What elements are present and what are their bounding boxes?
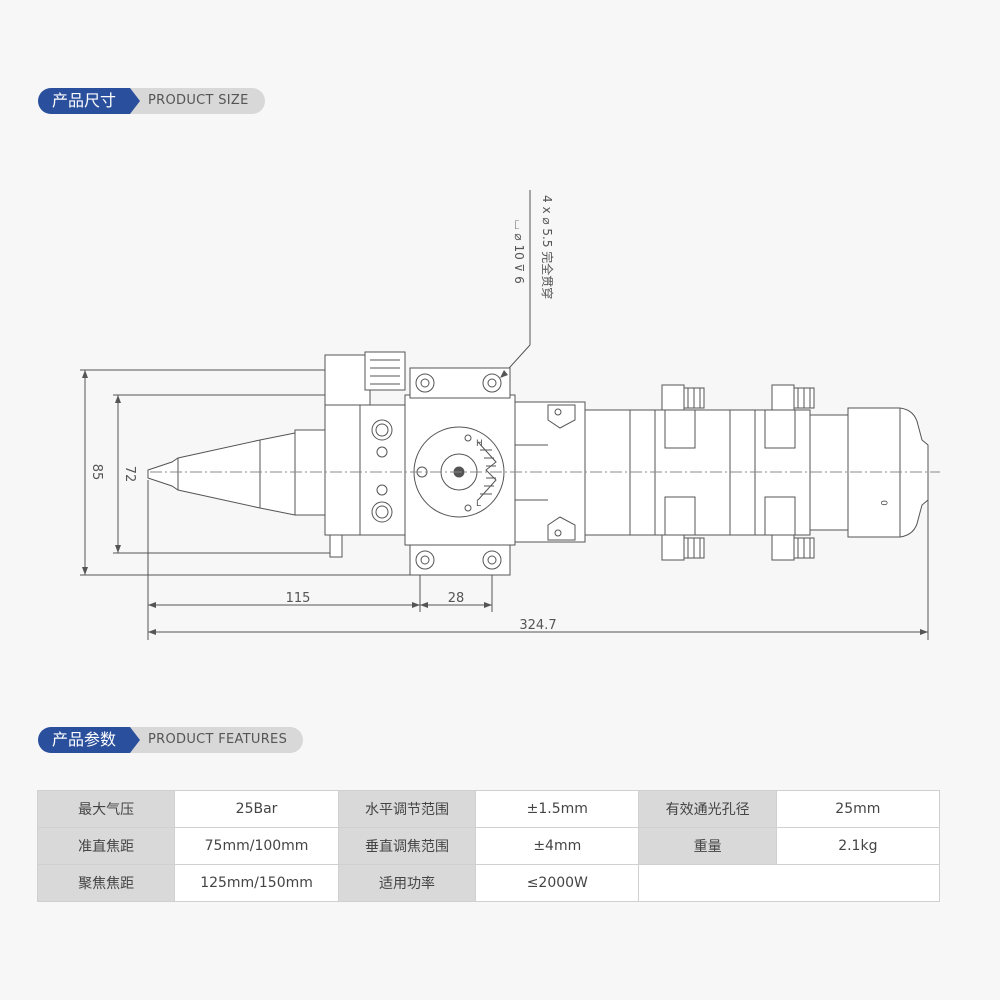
- spec-value: 25Bar: [174, 790, 339, 828]
- spec-value: 25mm: [775, 790, 941, 828]
- spec-label: 水平调节范围: [337, 790, 477, 828]
- dial-mark-l: L: [476, 499, 481, 509]
- spec-value: ±1.5mm: [475, 790, 640, 828]
- empty-cell: [638, 864, 940, 902]
- dim-label-72: 72: [122, 466, 137, 483]
- dim-label-total: 324.7: [519, 618, 556, 633]
- spec-label: 重量: [638, 827, 777, 865]
- spec-label: 垂直调焦范围: [337, 827, 477, 865]
- section-title-en: PRODUCT FEATURES: [130, 727, 304, 753]
- end-cap-mark: 0: [878, 500, 888, 506]
- hole-note-line2: ⌴ ⌀ 10 ⊽ 6: [512, 220, 526, 284]
- technical-drawing: 85 72 115 28 324.7 4 x ⌀ 5.5 完全贯穿 ⌴ ⌀ 10…: [80, 190, 940, 640]
- spec-label: 准直焦距: [36, 827, 176, 865]
- spec-table: 最大气压 25Bar 水平调节范围 ±1.5mm 有效通光孔径 25mm 准直焦…: [36, 790, 941, 902]
- section-title-cn: 产品尺寸: [38, 88, 141, 114]
- table-row: 准直焦距 75mm/100mm 垂直调焦范围 ±4mm 重量 2.1kg: [36, 827, 941, 865]
- dim-label-28: 28: [448, 591, 465, 606]
- spec-value: 75mm/100mm: [174, 827, 339, 865]
- table-row: 聚焦焦距 125mm/150mm 适用功率 ≤2000W: [36, 864, 940, 902]
- dim-label-115: 115: [286, 591, 311, 606]
- table-row: 最大气压 25Bar 水平调节范围 ±1.5mm 有效通光孔径 25mm: [36, 790, 941, 828]
- spec-value: ≤2000W: [475, 864, 640, 902]
- hole-note-line1: 4 x ⌀ 5.5 完全贯穿: [540, 195, 555, 299]
- spec-value: 2.1kg: [775, 827, 941, 865]
- spec-value: 125mm/150mm: [174, 864, 339, 902]
- spec-label: 有效通光孔径: [638, 790, 777, 828]
- dim-label-85: 85: [89, 464, 104, 481]
- section-header-product-size: 产品尺寸 PRODUCT SIZE: [38, 88, 265, 114]
- section-title-cn: 产品参数: [38, 727, 141, 753]
- section-title-en: PRODUCT SIZE: [130, 88, 265, 114]
- spec-label: 聚焦焦距: [36, 864, 176, 902]
- dial-mark-h: H: [476, 439, 483, 449]
- spec-label: 适用功率: [337, 864, 477, 902]
- spec-label: 最大气压: [36, 790, 176, 828]
- section-header-product-features: 产品参数 PRODUCT FEATURES: [38, 727, 304, 753]
- spec-value: ±4mm: [475, 827, 640, 865]
